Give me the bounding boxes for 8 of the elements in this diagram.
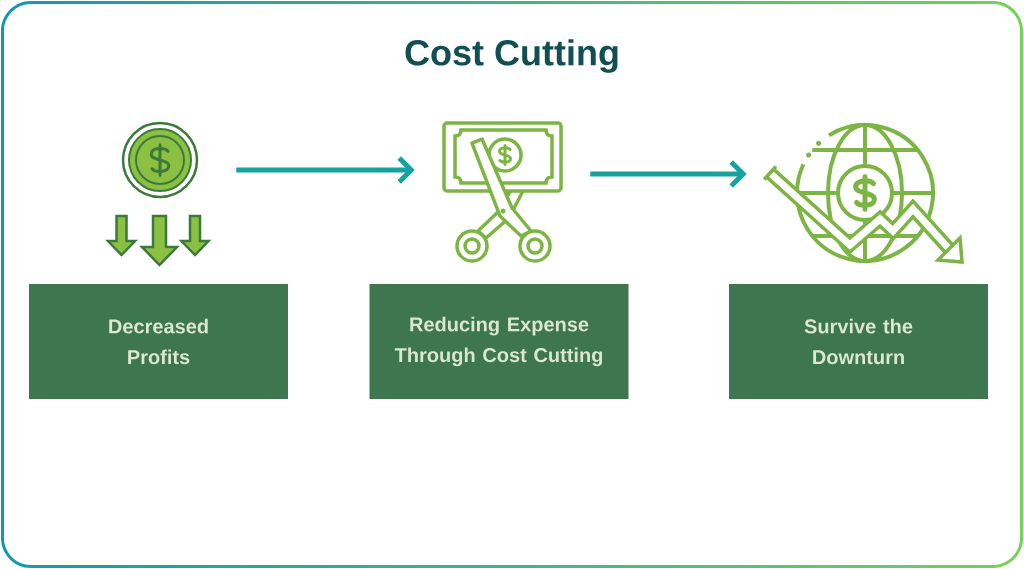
- scissors-banknote-drawing: [442, 121, 563, 263]
- process-box: Survive the Downturn: [729, 284, 988, 399]
- process-box: Decreased Profits: [29, 284, 288, 399]
- arrow: [236, 156, 415, 184]
- title: Cost Cutting: [405, 39, 618, 73]
- arrow: [590, 160, 747, 188]
- globe-down-arrow-drawing: [762, 123, 964, 264]
- process-box: Reducing Expense Through Cost Cutting: [369, 284, 629, 399]
